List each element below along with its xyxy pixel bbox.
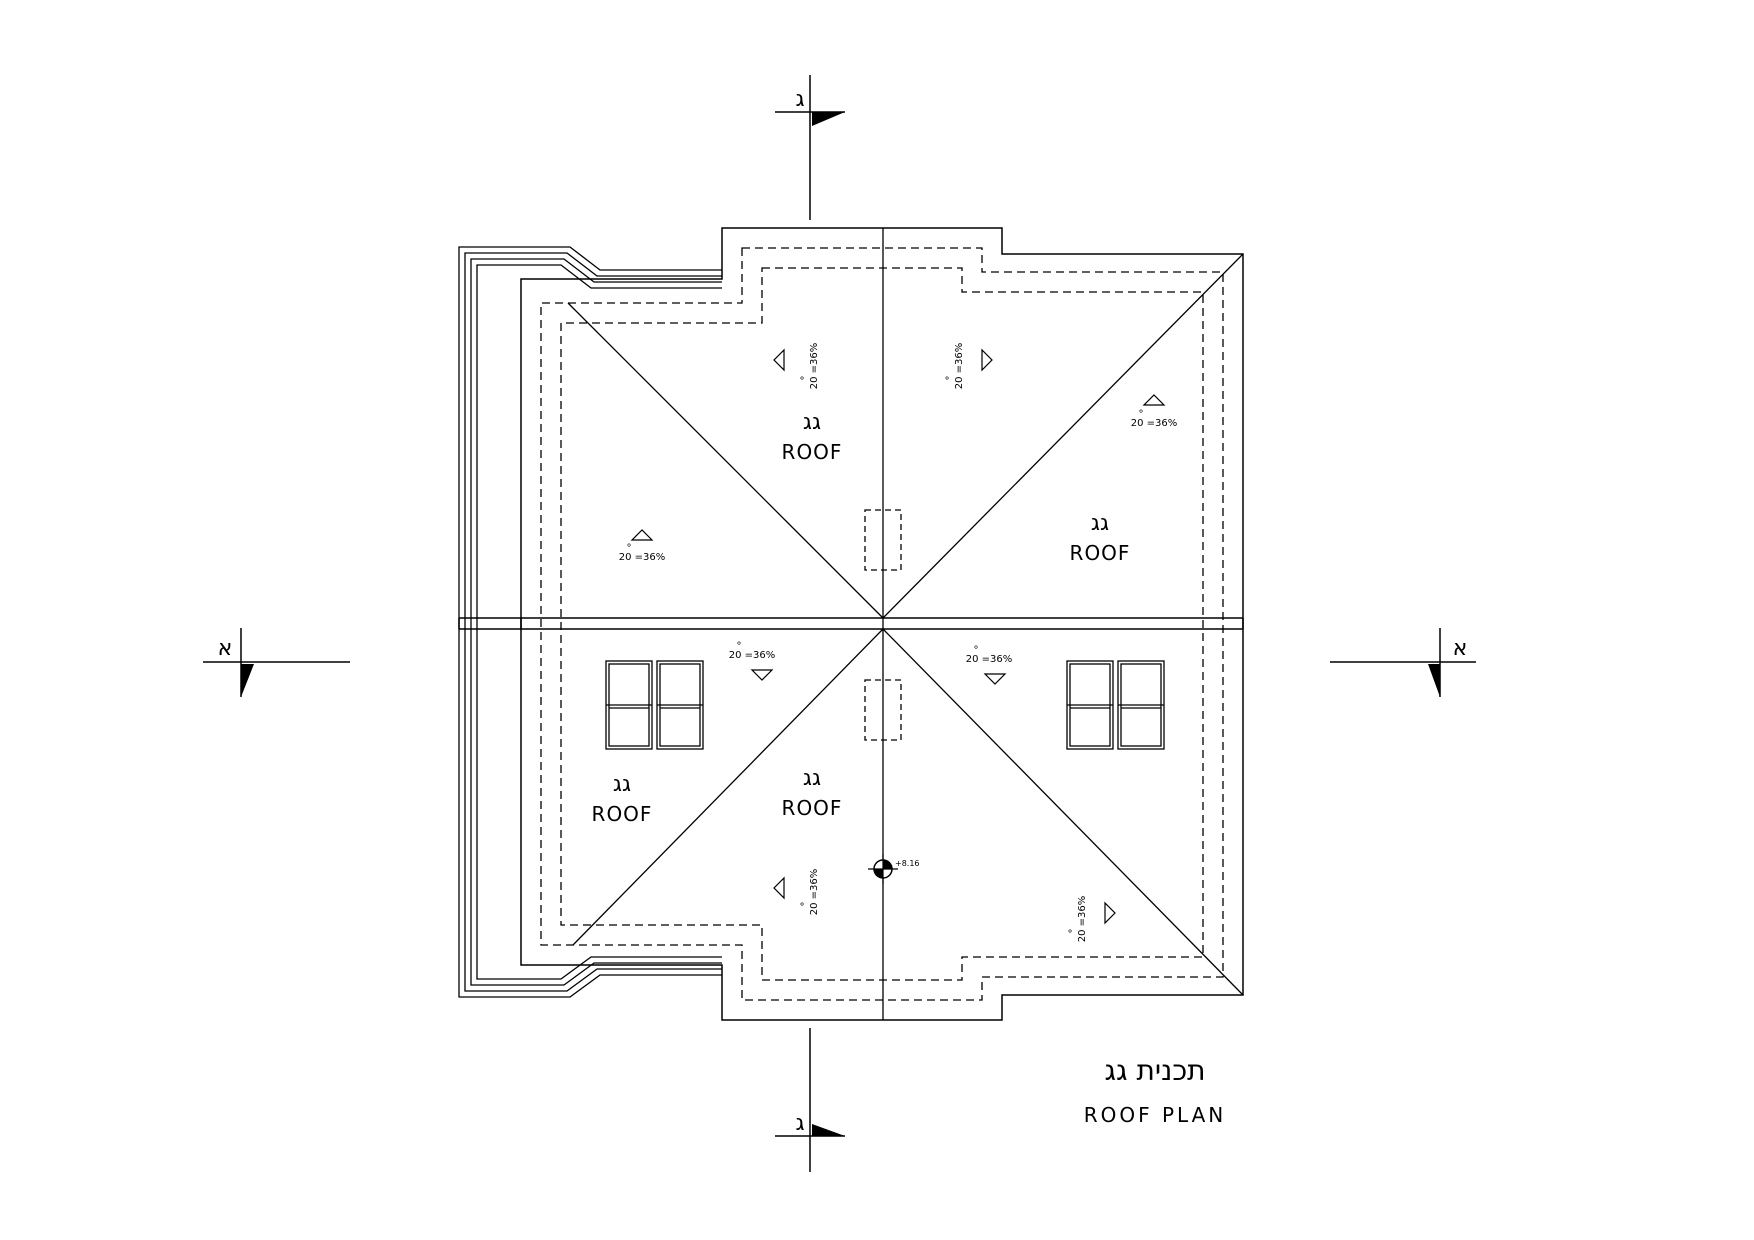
- slope-indicator: 20 =36% °: [1068, 896, 1116, 943]
- roof-zone-lower-center: גג ROOF: [782, 766, 843, 820]
- section-label-c: ג: [795, 87, 804, 112]
- chimney-lower: [864, 679, 902, 741]
- slope-degree: °: [737, 641, 742, 652]
- roof-label-hebrew: גג: [1091, 511, 1109, 536]
- slope-indicator: 20 =36% °: [729, 641, 776, 681]
- section-marker-top: ג: [775, 75, 845, 220]
- roof-label-english: ROOF: [782, 440, 843, 464]
- slope-degree: °: [627, 543, 632, 554]
- elevation-marker: +8.16: [868, 854, 920, 884]
- slope-degree: °: [800, 376, 811, 381]
- elevation-value: +8.16: [895, 859, 920, 868]
- slope-indicator: 20 =36% °: [966, 645, 1013, 685]
- slope-text: 20 =36%: [809, 343, 820, 390]
- slope-text: 20 =36%: [1077, 896, 1088, 943]
- slope-indicator: 20 =36% °: [773, 343, 820, 390]
- roof-label-english: ROOF: [592, 802, 653, 826]
- section-marker-right: א: [1330, 628, 1476, 697]
- slope-degree: °: [1068, 929, 1079, 934]
- slope-degree: °: [1139, 409, 1144, 420]
- roof-label-english: ROOF: [1070, 541, 1131, 565]
- roof-label-hebrew: גג: [803, 766, 821, 791]
- title-english: ROOF PLAN: [1084, 1103, 1227, 1127]
- chimney-openings: [864, 509, 902, 741]
- roof-label-hebrew: גג: [803, 410, 821, 435]
- roof-label-hebrew: גג: [613, 772, 631, 797]
- section-label-a: א: [218, 636, 233, 661]
- hip-lines: [567, 253, 1244, 996]
- roof-zone-lower-left: גג ROOF: [592, 772, 653, 826]
- slope-text: 20 =36%: [619, 552, 666, 563]
- section-marker-bottom: ג: [775, 1028, 845, 1172]
- slope-text: 20 =36%: [966, 654, 1013, 665]
- skylight-left: [605, 660, 704, 750]
- horizontal-ridge: [458, 617, 1244, 630]
- slope-text: 20 =36%: [729, 650, 776, 661]
- chimney-upper: [864, 509, 902, 571]
- slope-degree: °: [945, 376, 956, 381]
- parapet-lines: [458, 246, 722, 998]
- slope-text: 20 =36%: [1131, 418, 1178, 429]
- drawing-title: תכנית גג ROOF PLAN: [1084, 1054, 1227, 1127]
- section-label-a: א: [1453, 636, 1468, 661]
- skylight-right: [1066, 660, 1165, 750]
- slope-degree: °: [974, 645, 979, 656]
- building-outline: [520, 227, 1244, 1021]
- roof-label-english: ROOF: [782, 796, 843, 820]
- roof-zone-upper-right: גג ROOF: [1070, 511, 1131, 565]
- section-label-c: ג: [795, 1111, 804, 1136]
- slope-indicator: 20 =36% °: [1131, 394, 1178, 429]
- slope-text: 20 =36%: [954, 343, 965, 390]
- section-marker-left: א: [203, 628, 350, 697]
- slope-degree: °: [800, 902, 811, 907]
- slope-indicator: 20 =36% °: [945, 343, 993, 390]
- roof-zone-upper-left: גג ROOF: [782, 410, 843, 464]
- title-hebrew: תכנית גג: [1104, 1054, 1205, 1087]
- slope-indicator: 20 =36% °: [619, 529, 666, 563]
- slope-text: 20 =36%: [809, 869, 820, 916]
- slope-indicator: 20 =36% °: [773, 869, 820, 916]
- gutter-dashed-lines: [540, 247, 1224, 1001]
